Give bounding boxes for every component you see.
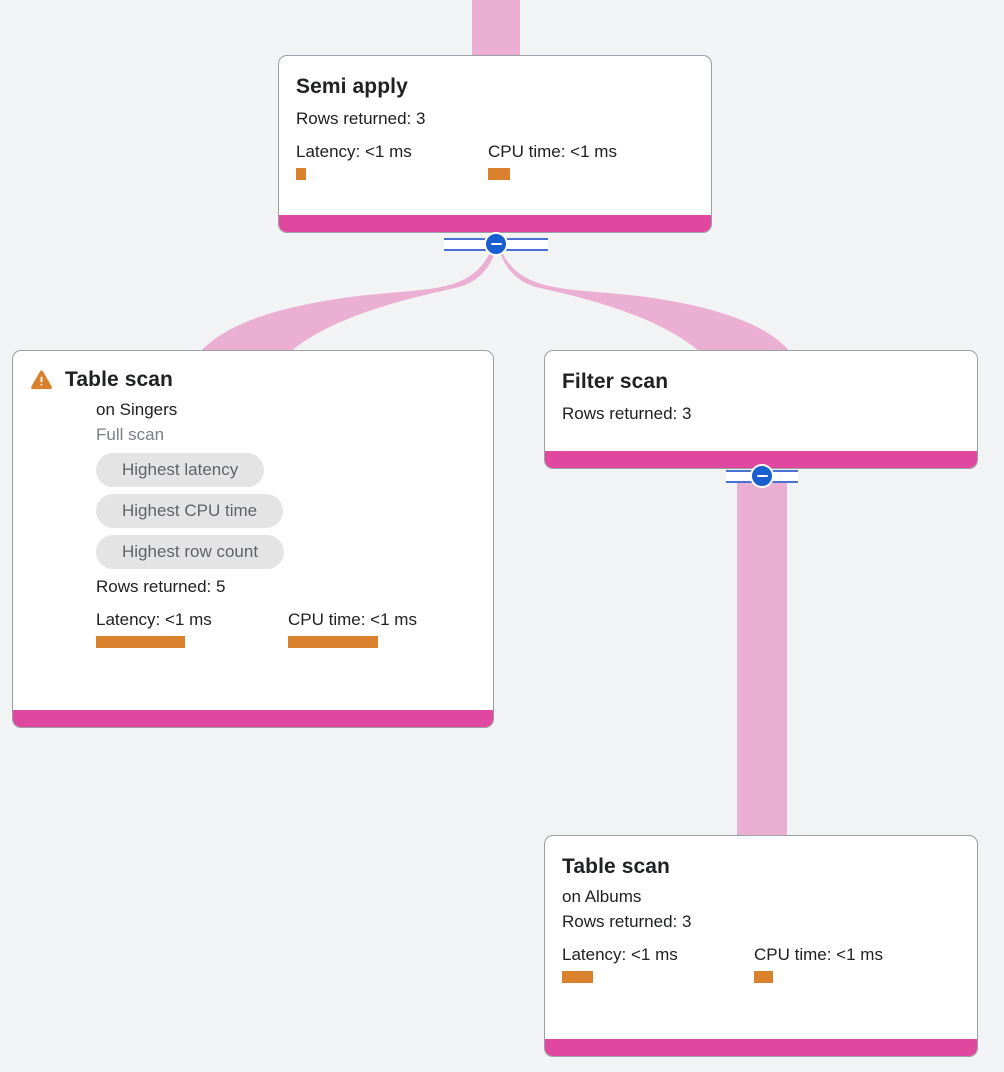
edge-filter-scan-to-table-scan-albums <box>737 476 787 840</box>
collapse-toggle-filter-scan[interactable] <box>726 462 798 490</box>
plan-node-table-scan-albums[interactable]: Table scan on Albums Rows returned: 3 La… <box>544 835 978 1057</box>
node-footer-bar <box>545 1039 977 1056</box>
metric-latency-bar <box>562 971 593 983</box>
plan-node-table-scan-singers[interactable]: Table scan on Singers Full scan Highest … <box>12 350 494 728</box>
metric-latency-label: Latency: <1 ms <box>562 945 678 964</box>
node-title-row: Filter scan <box>562 369 960 394</box>
node-subtitle: on Singers <box>96 400 178 419</box>
rows-returned: Rows returned: 3 <box>562 404 692 423</box>
node-metrics: Latency: <1 ms CPU time: <1 ms <box>96 610 476 648</box>
rows-returned: Rows returned: 5 <box>96 577 226 596</box>
node-title: Table scan <box>65 368 173 391</box>
collapse-minus-icon[interactable] <box>750 464 774 488</box>
node-scan-type: Full scan <box>96 425 165 444</box>
node-chip-list: Highest latency Highest CPU time Highest… <box>96 453 476 569</box>
node-title-row: Table scan <box>562 854 960 879</box>
edge-into-semi-apply <box>472 0 520 56</box>
node-footer-bar <box>279 215 711 232</box>
node-title: Semi apply <box>296 75 408 98</box>
metric-latency-bar <box>296 168 306 180</box>
node-body: Filter scan Rows returned: 3 <box>545 351 977 451</box>
metric-cpu-time-label: CPU time: <1 ms <box>488 142 617 161</box>
node-metrics: Latency: <1 ms CPU time: <1 ms <box>562 945 960 983</box>
node-footer-bar <box>13 710 493 727</box>
metric-cpu-time-bar <box>754 971 773 983</box>
node-title-row: Semi apply <box>296 74 694 99</box>
metric-latency-label: Latency: <1 ms <box>296 142 412 161</box>
metric-cpu-time-bar <box>488 168 510 180</box>
metric-cpu-time: CPU time: <1 ms <box>288 610 417 648</box>
node-metrics: Latency: <1 ms CPU time: <1 ms <box>296 142 694 180</box>
node-subtitle: on Albums <box>562 887 642 906</box>
metric-cpu-time-bar <box>288 636 378 648</box>
node-body: Semi apply Rows returned: 3 Latency: <1 … <box>279 56 711 215</box>
plan-node-semi-apply[interactable]: Semi apply Rows returned: 3 Latency: <1 … <box>278 55 712 233</box>
rows-returned: Rows returned: 3 <box>562 912 692 931</box>
metric-latency: Latency: <1 ms <box>96 610 288 648</box>
edge-semi-apply-to-table-scan-singers <box>200 248 496 352</box>
node-body: Table scan on Singers Full scan Highest … <box>13 351 493 710</box>
metric-latency: Latency: <1 ms <box>562 945 754 983</box>
node-title: Table scan <box>562 855 670 878</box>
edge-semi-apply-to-filter-scan <box>499 248 790 352</box>
node-title: Filter scan <box>562 370 669 393</box>
chip-highest-cpu-time[interactable]: Highest CPU time <box>96 494 284 528</box>
metric-latency-label: Latency: <1 ms <box>96 610 212 629</box>
collapse-toggle-semi-apply[interactable] <box>444 230 548 258</box>
metric-cpu-time-label: CPU time: <1 ms <box>288 610 417 629</box>
warning-triangle-icon <box>31 370 52 390</box>
node-title-row: Table scan <box>30 367 476 392</box>
node-body: Table scan on Albums Rows returned: 3 La… <box>545 836 977 1039</box>
metric-cpu-time: CPU time: <1 ms <box>488 142 617 180</box>
node-footer-bar <box>545 451 977 468</box>
chip-highest-latency[interactable]: Highest latency <box>96 453 265 487</box>
metric-latency-bar <box>96 636 185 648</box>
metric-cpu-time: CPU time: <1 ms <box>754 945 883 983</box>
plan-node-filter-scan[interactable]: Filter scan Rows returned: 3 <box>544 350 978 469</box>
metric-latency: Latency: <1 ms <box>296 142 488 180</box>
chip-highest-row-count[interactable]: Highest row count <box>96 535 285 569</box>
rows-returned: Rows returned: 3 <box>296 109 426 128</box>
collapse-minus-icon[interactable] <box>484 232 508 256</box>
metric-cpu-time-label: CPU time: <1 ms <box>754 945 883 964</box>
